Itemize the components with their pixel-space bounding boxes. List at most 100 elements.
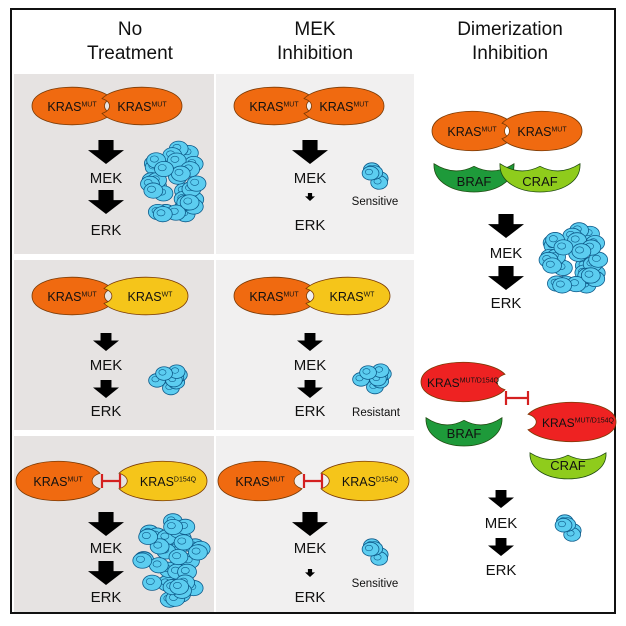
cell-nucleus xyxy=(365,544,373,552)
erk-label: ERK xyxy=(295,403,326,420)
figure-frame xyxy=(10,8,616,614)
kras-wt-protein xyxy=(103,276,189,316)
cell xyxy=(179,194,200,211)
cell-cluster-large xyxy=(538,222,609,294)
cell-nucleus xyxy=(157,164,167,172)
cell xyxy=(155,366,173,381)
arrow-down-icon xyxy=(88,561,124,585)
cell-nucleus xyxy=(172,552,181,560)
kras-mut-d154q-label: KRASMUT/D154Q xyxy=(427,376,500,390)
inhibition-bar-icon xyxy=(100,474,122,488)
kras-mut-protein xyxy=(303,86,385,126)
erk-label: ERK xyxy=(295,589,326,606)
kras-mut-label: KRASMUT xyxy=(47,290,97,304)
resistant-label: Resistant xyxy=(352,407,401,419)
cell xyxy=(168,548,189,566)
cell-cluster-small xyxy=(361,162,389,190)
arrow-down-icon xyxy=(292,512,328,536)
cell xyxy=(154,160,174,178)
cell-nucleus xyxy=(570,235,580,243)
cell xyxy=(186,175,207,192)
cell-nucleus xyxy=(150,155,159,163)
cell-nucleus xyxy=(180,567,190,574)
arrow-down-icon xyxy=(88,140,124,164)
cell-nucleus xyxy=(362,368,371,375)
cell-nucleus xyxy=(136,555,145,563)
sensitive-label: Sensitive xyxy=(352,196,399,208)
cell-nucleus xyxy=(141,532,151,539)
cell-nucleus xyxy=(152,560,162,568)
inhibition-bar-icon xyxy=(504,391,530,405)
kras-d154q-label: KRASD154Q xyxy=(140,475,197,489)
kras-mut-label: KRASMUT xyxy=(249,100,299,114)
kras-d154q-protein xyxy=(320,460,410,502)
cell xyxy=(132,552,153,569)
arrow-down-icon xyxy=(488,490,514,508)
kras-mut-protein xyxy=(15,460,101,502)
col-title-dimerization-inhibition: Dimerization Inhibition xyxy=(420,18,600,66)
cell-nucleus xyxy=(365,168,373,176)
cell-cluster-large xyxy=(132,513,211,608)
braf-label: BRAF xyxy=(447,426,482,441)
arrow-down-icon xyxy=(488,538,514,556)
erk-label: ERK xyxy=(491,295,522,312)
kras-mut-d154q-protein xyxy=(527,401,617,443)
cell-nucleus xyxy=(166,522,176,530)
cell-nucleus xyxy=(156,209,166,217)
cell-nucleus xyxy=(556,280,565,288)
kras-mut-label: KRASMUT xyxy=(33,475,83,489)
arrow-down-icon xyxy=(292,140,328,164)
mek-label: MEK xyxy=(90,357,123,374)
kras-mut-protein xyxy=(31,86,113,126)
kras-wt-label: KRASWT xyxy=(128,290,174,304)
inhibition-bar-icon xyxy=(302,474,324,488)
kras-wt-protein xyxy=(305,276,391,316)
cell-nucleus xyxy=(170,155,180,163)
kras-mut-label: KRASMUT xyxy=(117,100,167,114)
arrow-down-icon xyxy=(297,380,323,398)
col-title-no-treatment: No Treatment xyxy=(40,18,220,66)
craf-protein xyxy=(499,162,581,193)
cell xyxy=(554,518,573,533)
arrow-down-icon-small xyxy=(305,193,315,201)
kras-mut-d154q-label: KRASMUT/D154Q xyxy=(542,416,615,430)
col-title-line1: No xyxy=(117,19,143,40)
cell-nucleus xyxy=(592,254,601,262)
cell-nucleus xyxy=(545,260,555,268)
kras-mut-label: KRASMUT xyxy=(47,100,97,114)
cell-cluster-medium xyxy=(148,364,188,396)
cell-cluster-small xyxy=(554,514,582,542)
arrow-down-icon xyxy=(488,266,524,290)
cell-nucleus xyxy=(548,235,558,243)
arrow-down-icon xyxy=(488,214,524,238)
mek-label: MEK xyxy=(294,540,327,557)
erk-label: ERK xyxy=(295,217,326,234)
kras-mut-protein xyxy=(101,86,183,126)
cell-nucleus xyxy=(584,270,594,278)
erk-label: ERK xyxy=(91,222,122,239)
cell xyxy=(361,542,380,557)
arrow-down-icon xyxy=(88,512,124,536)
mek-label: MEK xyxy=(90,170,123,187)
arrow-down-icon xyxy=(297,333,323,351)
cell-nucleus xyxy=(160,532,170,540)
kras-mut-label: KRASMUT xyxy=(249,290,299,304)
cell-nucleus xyxy=(172,581,182,589)
mek-label: MEK xyxy=(294,170,327,187)
col-title-line2: Inhibition xyxy=(276,43,354,64)
kras-mut-protein xyxy=(431,110,513,152)
cell-nucleus xyxy=(158,369,167,376)
cell xyxy=(188,544,208,561)
cell xyxy=(359,365,377,380)
cell xyxy=(552,277,573,294)
erk-label: ERK xyxy=(91,589,122,606)
cell xyxy=(143,182,164,199)
cell-cluster-large xyxy=(140,140,207,223)
cell xyxy=(138,528,158,545)
arrow-down-icon xyxy=(93,333,119,351)
kras-d154q-label: KRASD154Q xyxy=(342,475,399,489)
cell xyxy=(142,574,162,591)
erk-label: ERK xyxy=(91,403,122,420)
